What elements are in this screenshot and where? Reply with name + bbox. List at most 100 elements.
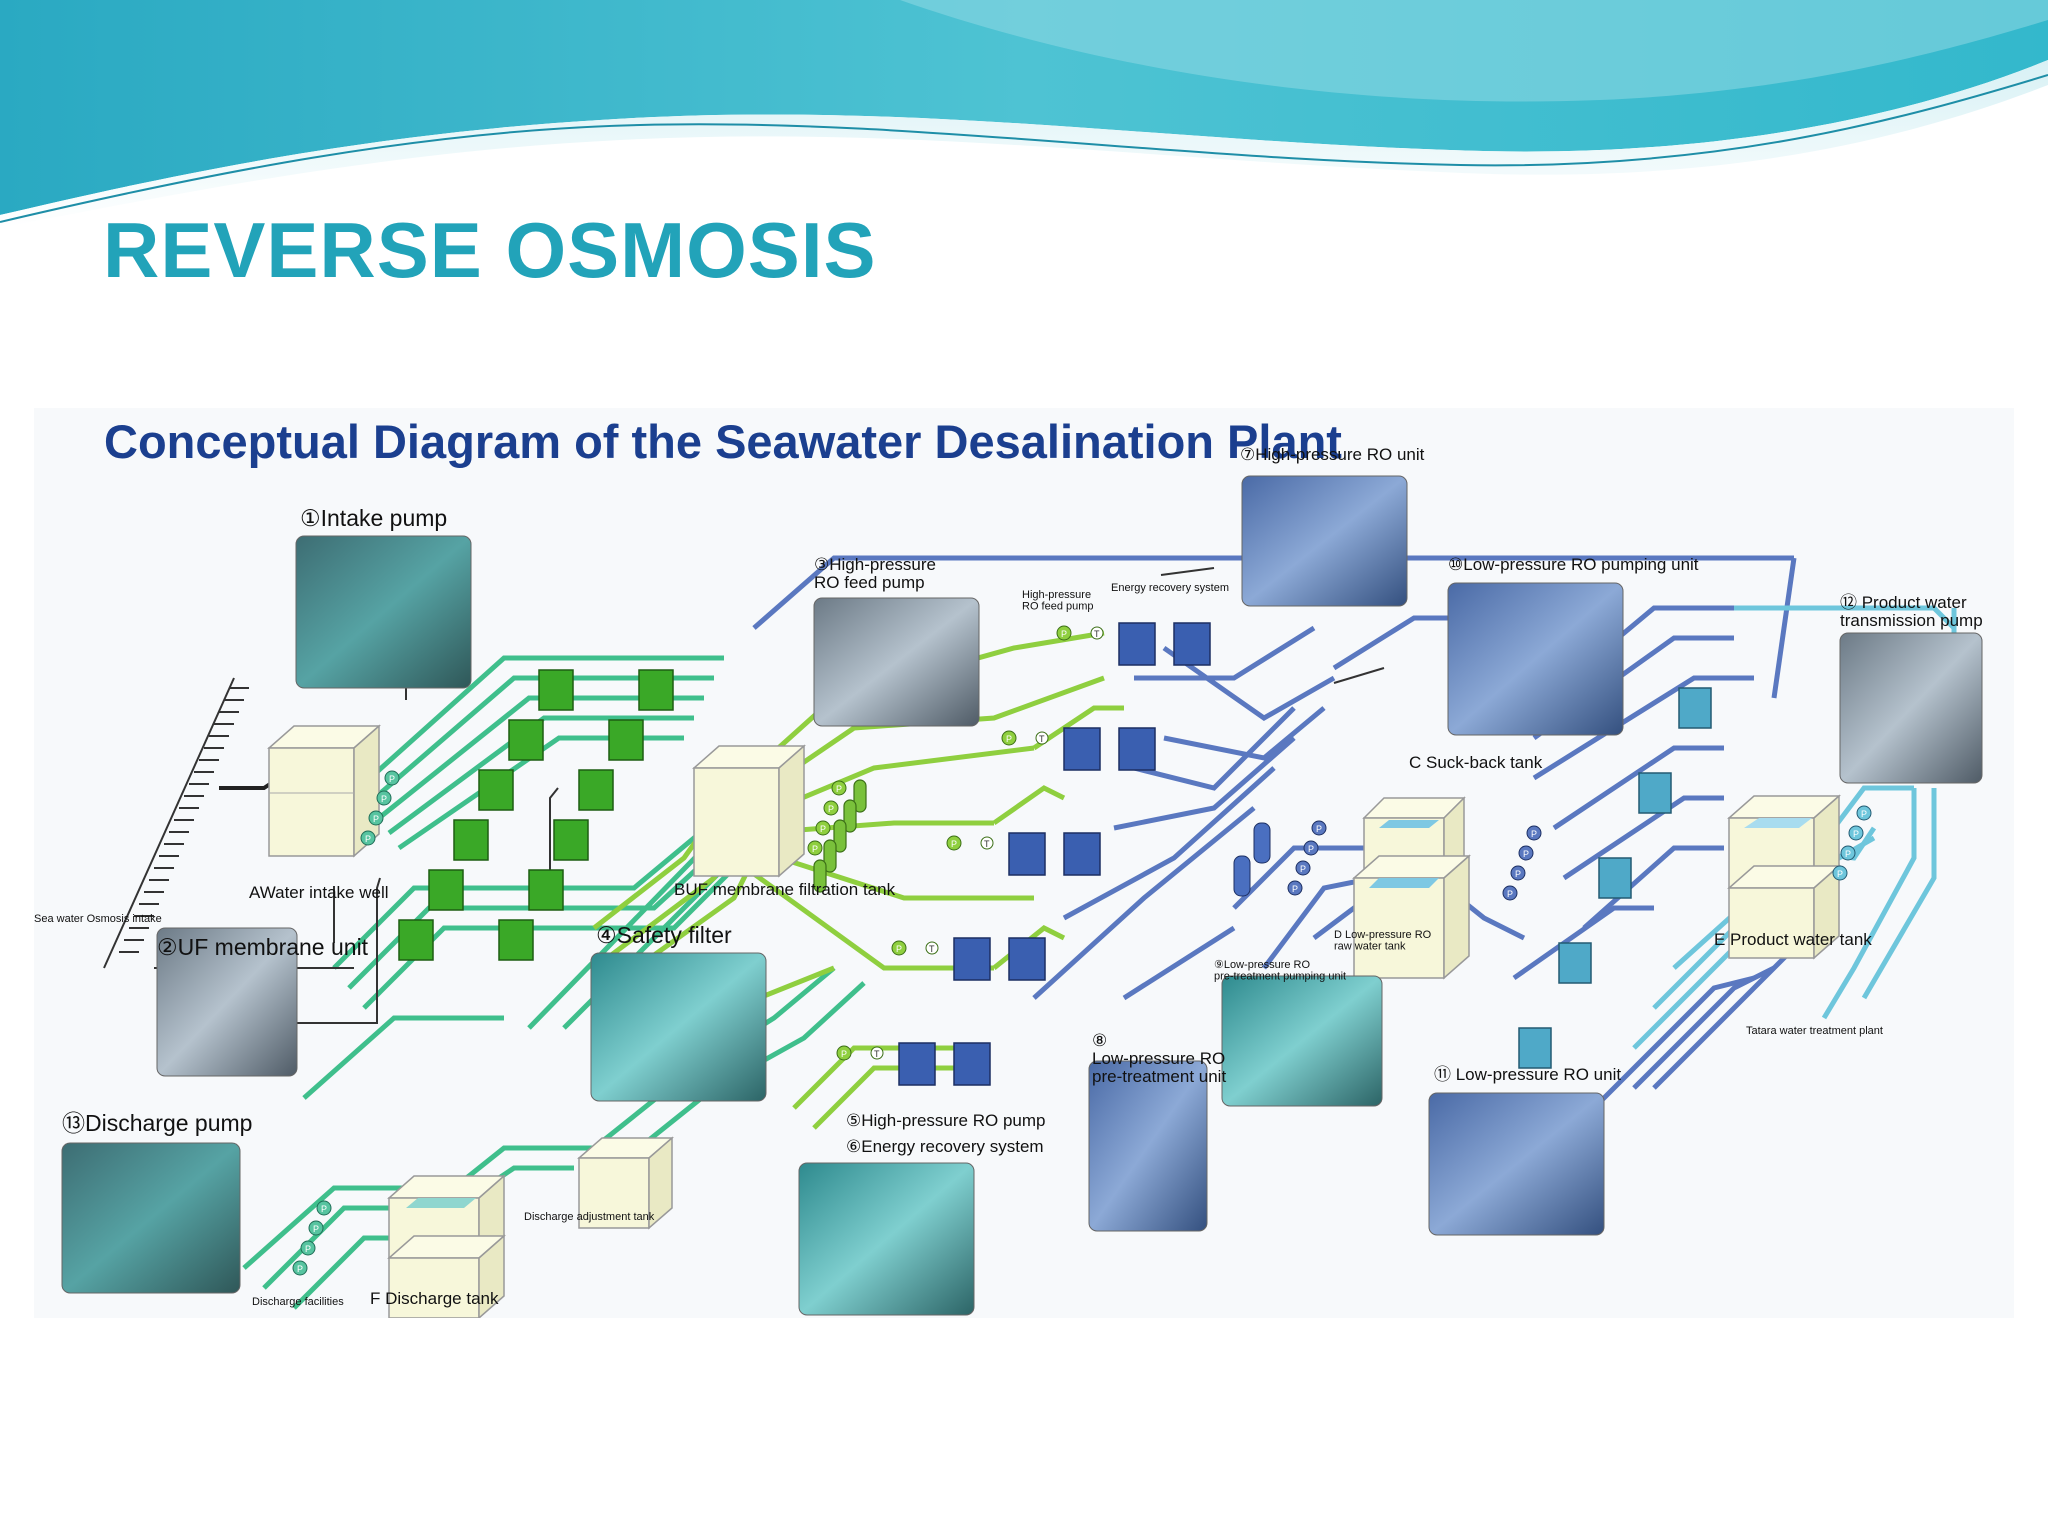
lp-ro-unit [1598,857,1632,899]
svg-text:T: T [874,1049,880,1059]
svg-text:P: P [828,804,834,814]
pretreatment-cylinder [1253,822,1271,864]
label-lp-ro-pumping-unit: ⑩Low-pressure RO pumping unit [1448,555,1699,574]
uf-unit [398,919,434,961]
hp-ro-unit [1063,727,1101,771]
pump: P [807,840,823,856]
svg-text:P: P [321,1204,327,1214]
pump: P [368,810,384,826]
label-hp-ro-pump: ⑤High-pressure RO pump [846,1111,1045,1130]
tanks [267,724,1841,1318]
pump: P [815,820,831,836]
label-energy-recovery-system-6: ⑥Energy recovery system [846,1137,1044,1156]
pump: P [1518,845,1534,861]
pump: P [1287,880,1303,896]
uf-unit [638,669,674,711]
svg-text:P: P [836,784,842,794]
safety-filter-cylinder [843,799,857,833]
label-discharge-pump: ⑬Discharge pump [62,1110,252,1136]
uf-unit [608,719,644,761]
pumps: P P P P P P P P P P P P P P P P P P P P [292,625,1872,1276]
uf-unit [498,919,534,961]
svg-text:P: P [1006,734,1012,744]
diagram-title: Conceptual Diagram of the Seawater Desal… [104,415,1342,468]
hp-ro-unit [1008,832,1046,876]
turbine: T [1035,731,1049,745]
svg-text:T: T [1094,629,1100,639]
pump: P [316,1200,332,1216]
wave-light [0,60,2048,228]
label-intake-pump: ①Intake pump [300,505,447,531]
svg-text:P: P [365,834,371,844]
hp-ro-units [898,622,1211,1086]
label-hp-ro-unit: ⑦High-pressure RO unit [1240,445,1425,464]
svg-text:P: P [389,774,395,784]
pump: P [1526,825,1542,841]
photo-lp-ro-pretreatment-unit [1088,1060,1208,1232]
uf-unit [578,769,614,811]
uf-unit [453,819,489,861]
hp-ro-unit [1063,832,1101,876]
tank-discharge-adjustment [576,1136,675,1230]
svg-text:P: P [373,814,379,824]
safety-filter-cylinder [813,859,827,893]
svg-text:P: P [812,844,818,854]
pump: P [1856,805,1872,821]
photo-hp-ro-feed-pump [813,597,980,727]
photo-discharge-pump [61,1142,241,1294]
pump: P [1840,845,1856,861]
header-waves [0,0,2048,228]
uf-unit [428,869,464,911]
pump: P [1502,885,1518,901]
svg-text:P: P [1507,889,1513,899]
svg-text:P: P [841,1049,847,1059]
pump: P [1056,625,1072,641]
pump: P [300,1240,316,1256]
pump: P [1295,860,1311,876]
label-seawater-intake: Sea water Osmosis intake [34,913,162,925]
turbine: T [925,941,939,955]
photo-lp-ro-pretreatment-pumping [1221,975,1383,1107]
svg-text:P: P [1300,864,1306,874]
uf-unit [553,819,589,861]
svg-text:P: P [1061,629,1067,639]
safety-filter-cylinder [823,839,837,873]
pump: P [308,1220,324,1236]
turbine: T [980,836,994,850]
hp-ro-unit [1118,622,1156,666]
svg-text:P: P [896,944,902,954]
label-discharge-tank: F Discharge tank [370,1289,499,1308]
svg-text:P: P [1515,869,1521,879]
safety-filter-cylinder [853,779,867,813]
pump: P [831,780,847,796]
photo-hp-ro-pump-energy-recovery [798,1162,975,1316]
diagram-panel: Conceptual Diagram of the Seawater Desal… [34,408,2014,1318]
photo-intake-pump [295,535,472,689]
label-discharge-facilities: Discharge facilities [252,1296,344,1308]
tank-b-uf-filtration [692,744,806,878]
pretreatment-cylinder [1233,855,1251,897]
tank-f-discharge [387,1174,506,1318]
svg-text:P: P [951,839,957,849]
lp-ro-units [1518,687,1712,1069]
lp-pretreatment-cylinders [1233,822,1271,897]
pump: P [360,830,376,846]
photo-safety-filter [590,952,767,1102]
label-lp-ro-unit: ⑪ Low-pressure RO unit [1434,1065,1621,1084]
uf-unit [478,769,514,811]
wave-line [0,74,2048,223]
photo-uf-membrane-unit [156,927,298,1077]
pump: P [292,1260,308,1276]
tank-d-lp-ro-raw-water [1352,854,1471,980]
label-discharge-adjustment-tank: Discharge adjustment tank [524,1211,655,1223]
label-water-intake-well: AWater intake well [249,883,389,902]
photo-hp-ro-unit [1241,475,1408,607]
pump: P [1311,820,1327,836]
pump: P [1001,730,1017,746]
